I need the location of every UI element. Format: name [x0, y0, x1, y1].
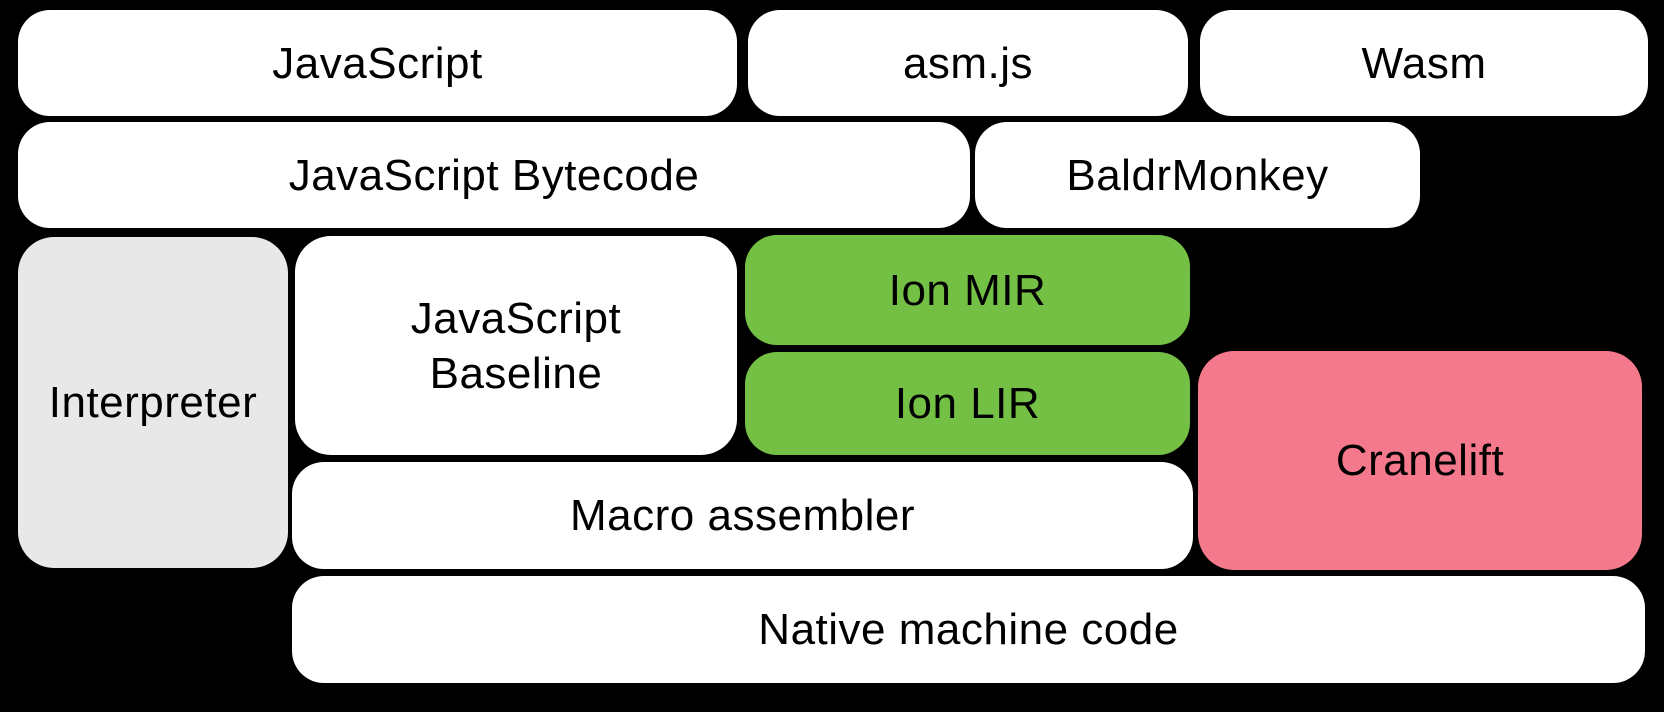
node-ion-mir: Ion MIR	[745, 235, 1190, 345]
node-javascript-baseline-label: JavaScript Baseline	[411, 291, 621, 401]
node-javascript: JavaScript	[18, 10, 737, 116]
node-javascript-bytecode: JavaScript Bytecode	[18, 122, 970, 228]
node-native-machine-code: Native machine code	[292, 576, 1645, 683]
node-cranelift: Cranelift	[1198, 351, 1642, 570]
node-interpreter: Interpreter	[18, 237, 288, 568]
baseline-label-line1: JavaScript	[410, 293, 622, 343]
node-wasm: Wasm	[1200, 10, 1648, 116]
baseline-label-line2: Baseline	[429, 348, 603, 398]
node-ion-lir: Ion LIR	[745, 352, 1190, 455]
node-baldrmonkey: BaldrMonkey	[975, 122, 1420, 228]
node-macro-assembler: Macro assembler	[292, 462, 1193, 569]
node-javascript-baseline: JavaScript Baseline	[295, 236, 737, 455]
node-asmjs: asm.js	[748, 10, 1188, 116]
